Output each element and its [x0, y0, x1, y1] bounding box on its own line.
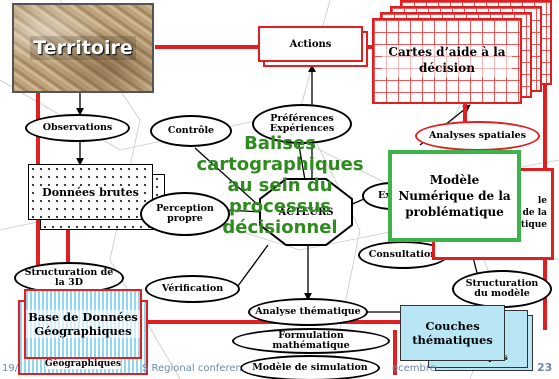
structuration-modele-ellipse: Structuration du modèle	[452, 270, 552, 308]
bdg-box: Base de Données Géographiques	[24, 289, 142, 359]
verification-label: Vérification	[161, 283, 224, 295]
page-number: 23	[537, 361, 553, 374]
simulation-ellipse: Modèle de simulation	[240, 355, 380, 379]
cartes-box: Cartes d’aide à la décision	[372, 18, 522, 104]
perception-label: Perception propre	[156, 203, 214, 224]
cartes-label: Cartes d’aide à la décision	[382, 45, 512, 77]
modele-box: Modèle Numérique de la problématique	[388, 150, 521, 242]
line-controle-acteurs	[194, 147, 259, 206]
verification-ellipse: Vérification	[145, 275, 240, 303]
donnees-brutes-label: Données brutes	[40, 185, 141, 199]
analyses-spatiales-ellipse: Analyses spatiales	[415, 121, 540, 151]
preferences-label: Préférences Expériences	[269, 113, 335, 134]
actions-label: Actions	[289, 38, 332, 50]
footer-date: 19/	[2, 363, 19, 374]
formulation-label: Formulation mathématique	[272, 330, 350, 351]
territoire-box: Territoire	[12, 3, 154, 93]
acteurs-octagon	[259, 178, 353, 246]
preferences-ellipse: Préférences Expériences	[252, 104, 352, 144]
analyses-spatiales-label: Analyses spatiales	[429, 130, 526, 142]
line-verification-acteurs	[234, 244, 269, 291]
couches-label: Couches thématiques	[412, 318, 493, 347]
modele-shadow-text-b: e de la	[513, 208, 547, 219]
consultation-label: Consultation	[368, 249, 438, 261]
footer-conference: S Regional conferen	[142, 363, 242, 374]
analyse-thematique-label: Analyse thématique	[255, 306, 361, 318]
structuration-3d-ellipse: Structuration de la 3D	[14, 262, 124, 294]
structuration-3d-label: Structuration de la 3D	[24, 267, 114, 288]
observations-ellipse: Observations	[25, 114, 130, 142]
overlay-line-5: décisionnel	[222, 217, 338, 238]
actions-box: Actions	[258, 26, 363, 62]
overlay-line-1: Balises	[244, 133, 316, 154]
expertise-label: Ex	[378, 190, 391, 202]
modele-shadow-text-a: le	[537, 196, 547, 207]
overlay-line-2: cartographiques	[196, 154, 364, 175]
acteurs-label: ACTEURS	[278, 206, 334, 218]
controle-label: Contrôle	[167, 125, 215, 137]
overlay-line-4: processus	[229, 196, 331, 217]
perception-ellipse: Perception propre	[140, 192, 230, 236]
donnees-brutes-box: Données brutes	[28, 164, 153, 220]
structuration-modele-label: Structuration du modèle	[465, 278, 539, 299]
bdg-shadow-label: Géographiques	[44, 359, 122, 369]
simulation-label: Modèle de simulation	[252, 362, 368, 374]
bdg-label: Base de Données Géographiques	[26, 309, 140, 339]
modele-label: Modèle Numérique de la problématique	[398, 172, 511, 220]
line-preferences-acteurs	[297, 139, 306, 181]
modele-shadow-text-c: tique	[520, 219, 547, 230]
controle-ellipse: Contrôle	[150, 115, 232, 147]
overlay-line-3: au sein du	[227, 175, 333, 196]
analyse-thematique-ellipse: Analyse thématique	[248, 298, 368, 326]
acteurs-label-wrap: ACTEURS	[258, 177, 354, 247]
formulation-ellipse: Formulation mathématique	[232, 328, 390, 354]
overlay-title: Balises cartographiques au sein du proce…	[150, 133, 410, 238]
observations-label: Observations	[42, 122, 113, 134]
couches-box: Couches thématiques	[400, 305, 505, 361]
footer-month: ecembre	[392, 363, 436, 374]
line-perception-acteurs	[224, 209, 263, 213]
territoire-label: Territoire	[30, 36, 136, 60]
